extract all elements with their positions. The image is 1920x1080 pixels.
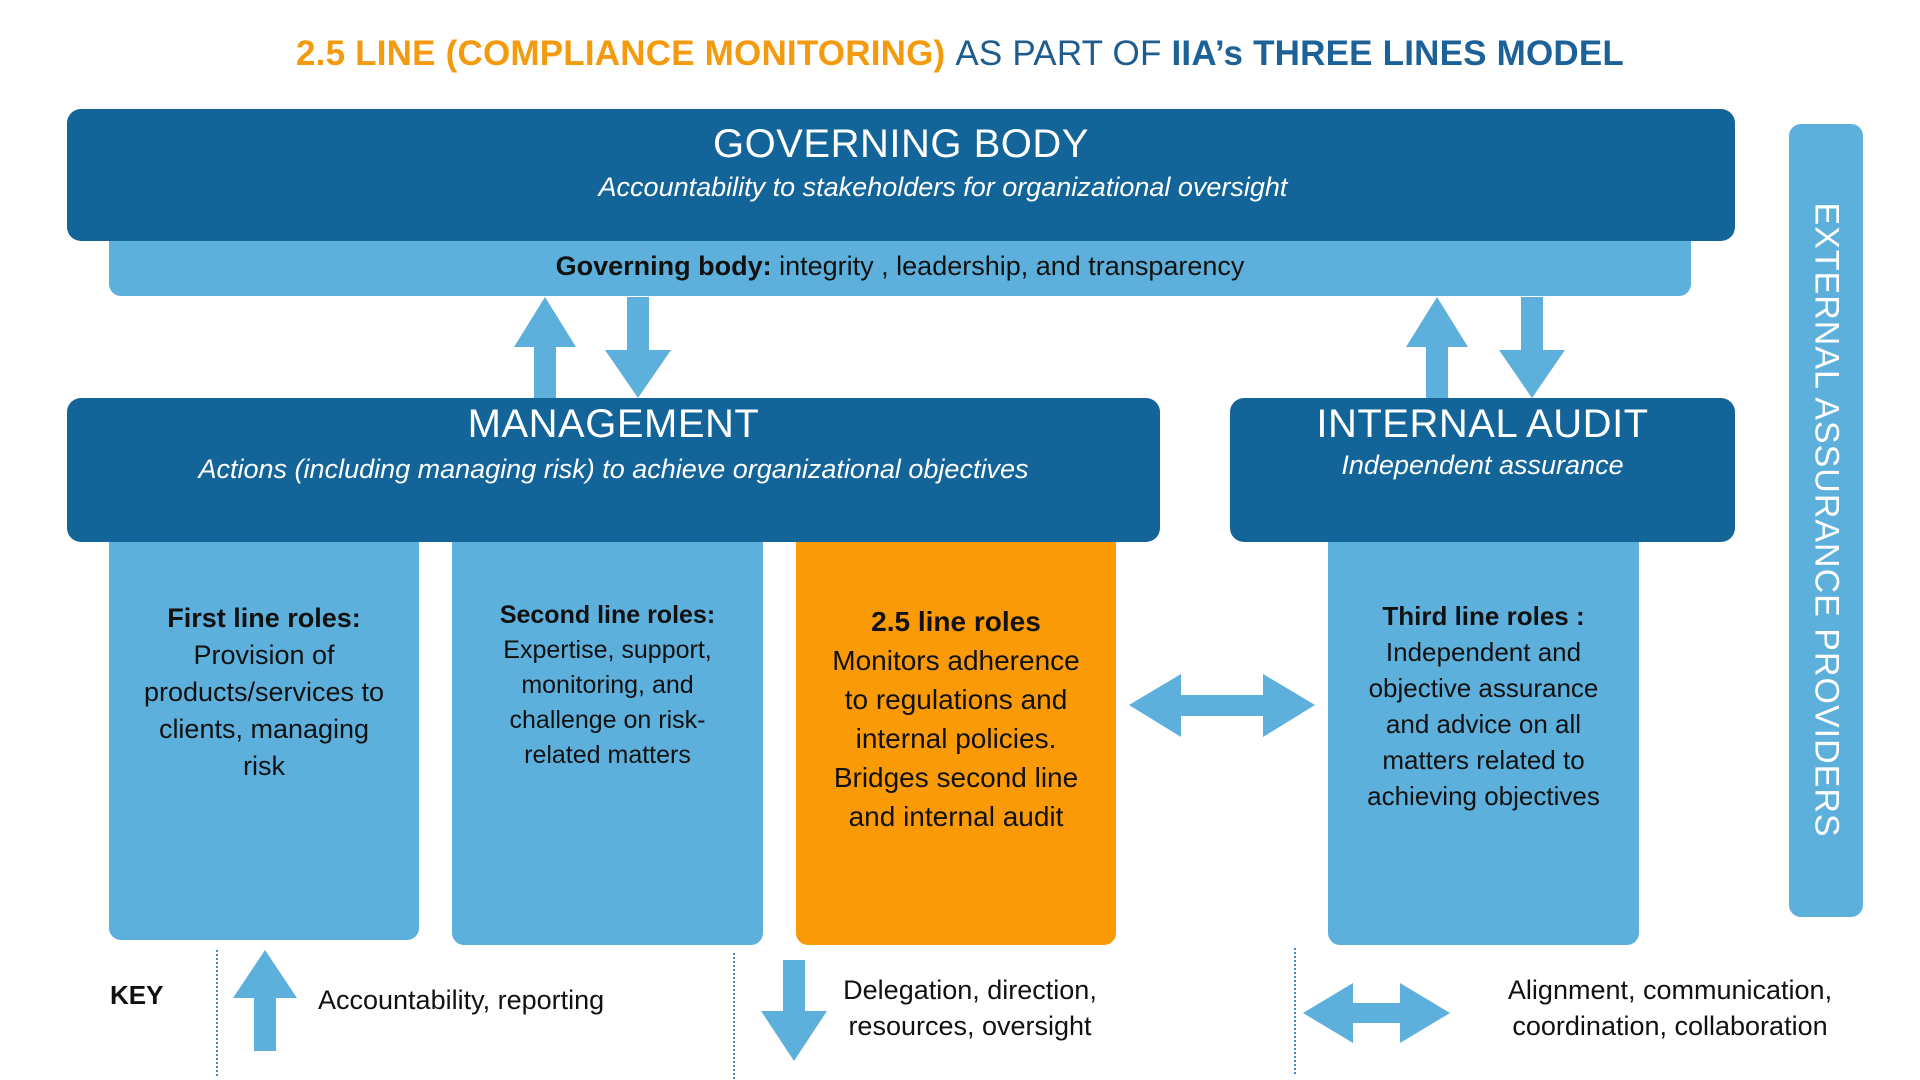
key-divider (1294, 948, 1296, 1074)
first-line-roles-line: Provision of (193, 640, 335, 670)
management-subtitle: Actions (including managing risk) to ach… (198, 454, 1029, 484)
third-line-roles-line: and advice on all (1385, 709, 1582, 739)
internal-audit-box: INTERNAL AUDIT Independent assurance (1230, 398, 1735, 542)
page-title: 2.5 LINE (COMPLIANCE MONITORING) AS PART… (0, 34, 1920, 74)
external-assurance-bar: EXTERNAL ASSURANCE PROVIDERS (1789, 124, 1863, 917)
key-alignment-text: Alignment, communication, coordination, … (1480, 972, 1860, 1044)
first-line-roles-title: First line roles: (167, 603, 361, 633)
arrow-up-icon (1406, 297, 1468, 398)
key-divider (733, 953, 735, 1079)
first-line-roles-box: First line roles: Provision of products/… (109, 540, 419, 940)
title-part-2: AS PART OF (955, 34, 1162, 73)
key-label: KEY (110, 980, 164, 1010)
second-line-roles-line: Expertise, support, (503, 636, 712, 664)
third-line-roles-line: objective assurance (1368, 673, 1599, 703)
key-delegation-line: resources, oversight (848, 1011, 1092, 1041)
second-line-roles-line: monitoring, and (521, 671, 694, 699)
first-line-roles-line: clients, managing (158, 714, 370, 744)
governing-body-box: GOVERNING BODY Accountability to stakeho… (67, 109, 1735, 241)
two-five-line-roles-line: to regulations and (844, 684, 1068, 715)
two-five-line-roles-title: 2.5 line roles (871, 606, 1041, 637)
key-delegation-line: Delegation, direction, (843, 975, 1097, 1005)
management-box: MANAGEMENT Actions (including managing r… (67, 398, 1160, 542)
arrow-down-icon (1499, 297, 1565, 398)
two-five-line-roles-line: internal policies. (855, 723, 1057, 754)
arrow-up-icon (233, 950, 297, 1051)
double-arrow-icon (1129, 674, 1315, 737)
two-five-line-roles-line: and internal audit (848, 801, 1064, 832)
second-line-roles-line: challenge on risk- (509, 706, 706, 734)
two-five-line-roles-box: 2.5 line roles Monitors adherence to reg… (796, 540, 1116, 945)
second-line-roles-title: Second line roles: (499, 601, 716, 629)
double-arrow-icon (1303, 983, 1450, 1043)
key-accountability-text: Accountability, reporting (318, 985, 605, 1015)
title-part-3: IIA’s THREE LINES MODEL (1171, 34, 1625, 73)
governing-body-strip: Governing body: integrity , leadership, … (109, 240, 1691, 296)
first-line-roles-line: products/services to (143, 677, 385, 707)
second-line-roles-box: Second line roles: Expertise, support, m… (452, 540, 763, 945)
key-alignment-line: coordination, collaboration (1512, 1011, 1828, 1041)
third-line-roles-box: Third line roles : Independent and objec… (1328, 540, 1639, 945)
arrow-down-icon (761, 960, 827, 1061)
key-divider (216, 950, 218, 1076)
third-line-roles-title: Third line roles : (1382, 601, 1585, 631)
two-five-line-roles-line: Bridges second line (833, 762, 1079, 793)
title-part-1: 2.5 LINE (COMPLIANCE MONITORING) (295, 34, 946, 73)
key-delegation-text: Delegation, direction, resources, oversi… (820, 972, 1120, 1044)
governing-body-strip-text: integrity , leadership, and transparency (779, 251, 1245, 281)
governing-body-strip-label: Governing body: (555, 251, 772, 281)
internal-audit-heading: INTERNAL AUDIT (1316, 402, 1649, 446)
third-line-roles-line: Independent and (1385, 637, 1582, 667)
third-line-roles-line: achieving objectives (1367, 781, 1600, 811)
governing-body-heading: GOVERNING BODY (713, 122, 1089, 166)
arrow-down-icon (605, 297, 671, 398)
two-five-line-roles-line: Monitors adherence (832, 645, 1080, 676)
governing-body-subtitle: Accountability to stakeholders for organ… (598, 172, 1288, 202)
third-line-roles-line: matters related to (1382, 745, 1585, 775)
arrow-up-icon (514, 297, 576, 398)
first-line-roles-line: risk (243, 751, 285, 781)
second-line-roles-line: related matters (524, 741, 691, 769)
internal-audit-subtitle: Independent assurance (1341, 450, 1624, 480)
management-heading: MANAGEMENT (467, 402, 760, 446)
key-alignment-line: Alignment, communication, (1507, 975, 1833, 1005)
